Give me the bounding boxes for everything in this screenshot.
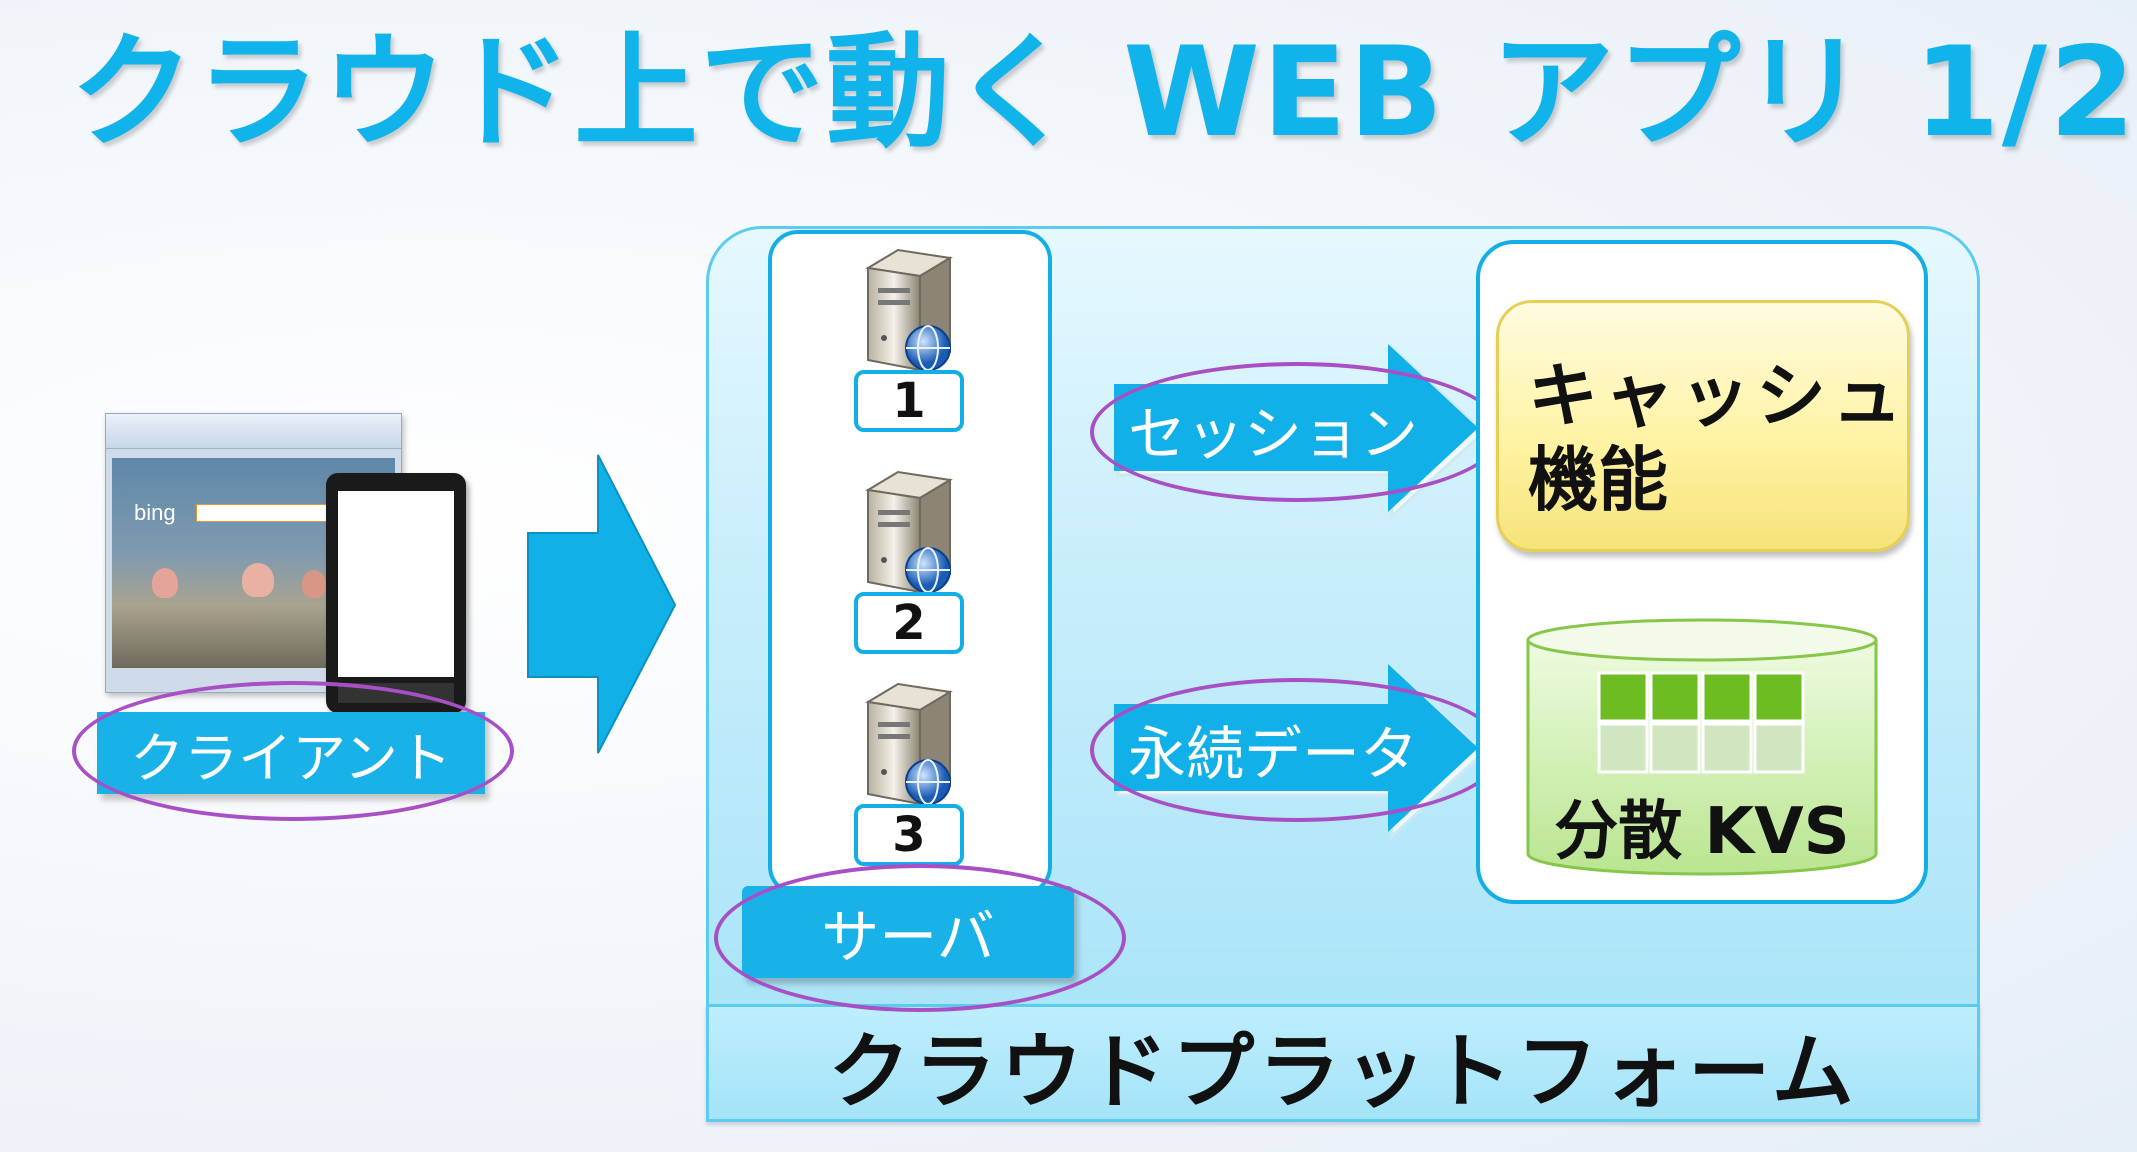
browser-toolbar	[106, 414, 401, 449]
server-icon	[865, 682, 953, 806]
flamingo-3	[302, 570, 326, 598]
cache-label-line1: キャッシュ	[1528, 355, 1908, 437]
kvs-cylinder	[1526, 618, 1878, 876]
server-icon	[865, 248, 953, 372]
bing-logo: bing	[134, 500, 176, 525]
cache-box	[1496, 300, 1910, 552]
cloud-platform-label: クラウドプラットフォーム	[828, 1024, 1858, 1120]
server-number-2: 2	[854, 592, 964, 654]
client-phone-screenshot	[326, 473, 466, 713]
phone-screen	[338, 491, 454, 677]
server-highlight-oval	[714, 864, 1126, 1012]
kvs-data-blocks	[1597, 671, 1805, 774]
flamingo-2	[242, 563, 274, 597]
server-icon	[865, 470, 953, 594]
kvs-label: 分散 KVS	[1554, 795, 1850, 869]
client-highlight-oval	[72, 681, 514, 821]
server-number-1: 1	[854, 370, 964, 432]
flamingo-1	[152, 568, 178, 598]
client-to-cloud-arrow	[527, 454, 677, 754]
persistent-data-highlight-oval	[1090, 678, 1504, 822]
session-highlight-oval	[1090, 362, 1504, 502]
cache-label-line2: 機能	[1528, 439, 1668, 521]
cloud-platform-base	[706, 1004, 1980, 1122]
slide-title: クラウド上で動く WEB アプリ 1/2	[70, 21, 2137, 165]
server-number-3: 3	[854, 804, 964, 866]
